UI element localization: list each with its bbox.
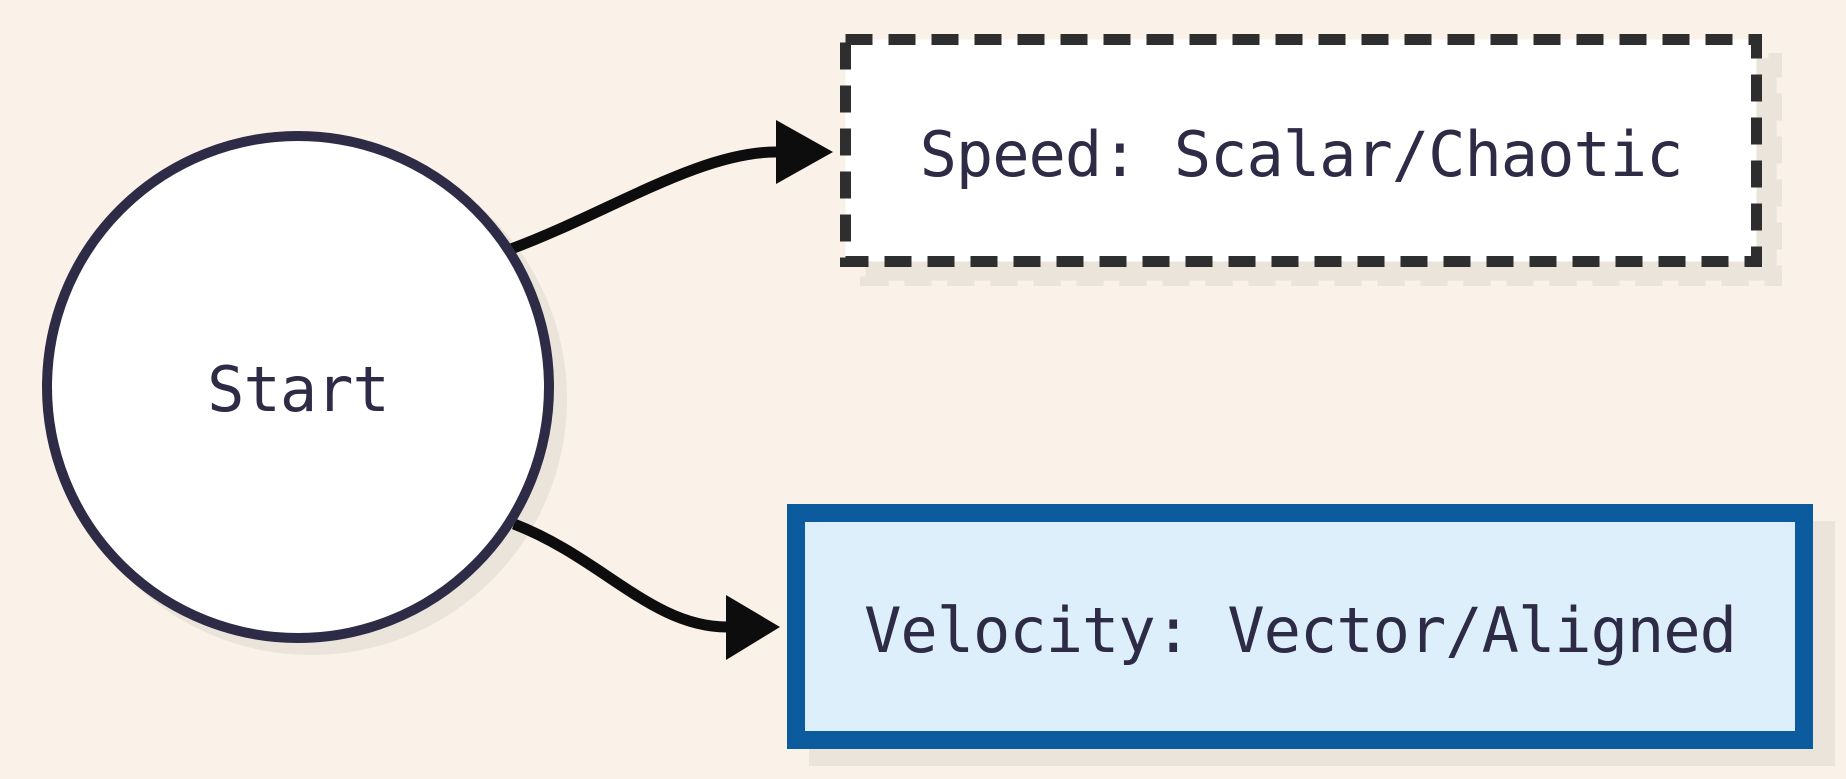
velocity-node	[787, 504, 1813, 749]
arrowhead-icon	[776, 120, 833, 184]
edge-start-to-speed	[509, 146, 777, 255]
speed-node-label: Speed: Scalar/Chaotic	[920, 118, 1683, 191]
start-node-label: Start	[207, 353, 389, 426]
edge-start-to-velocity	[512, 518, 728, 633]
speed-node	[840, 34, 1762, 267]
velocity-node-label: Velocity: Vector/Aligned	[864, 594, 1736, 667]
arrowhead-icon	[726, 595, 780, 660]
start-node	[42, 131, 554, 643]
